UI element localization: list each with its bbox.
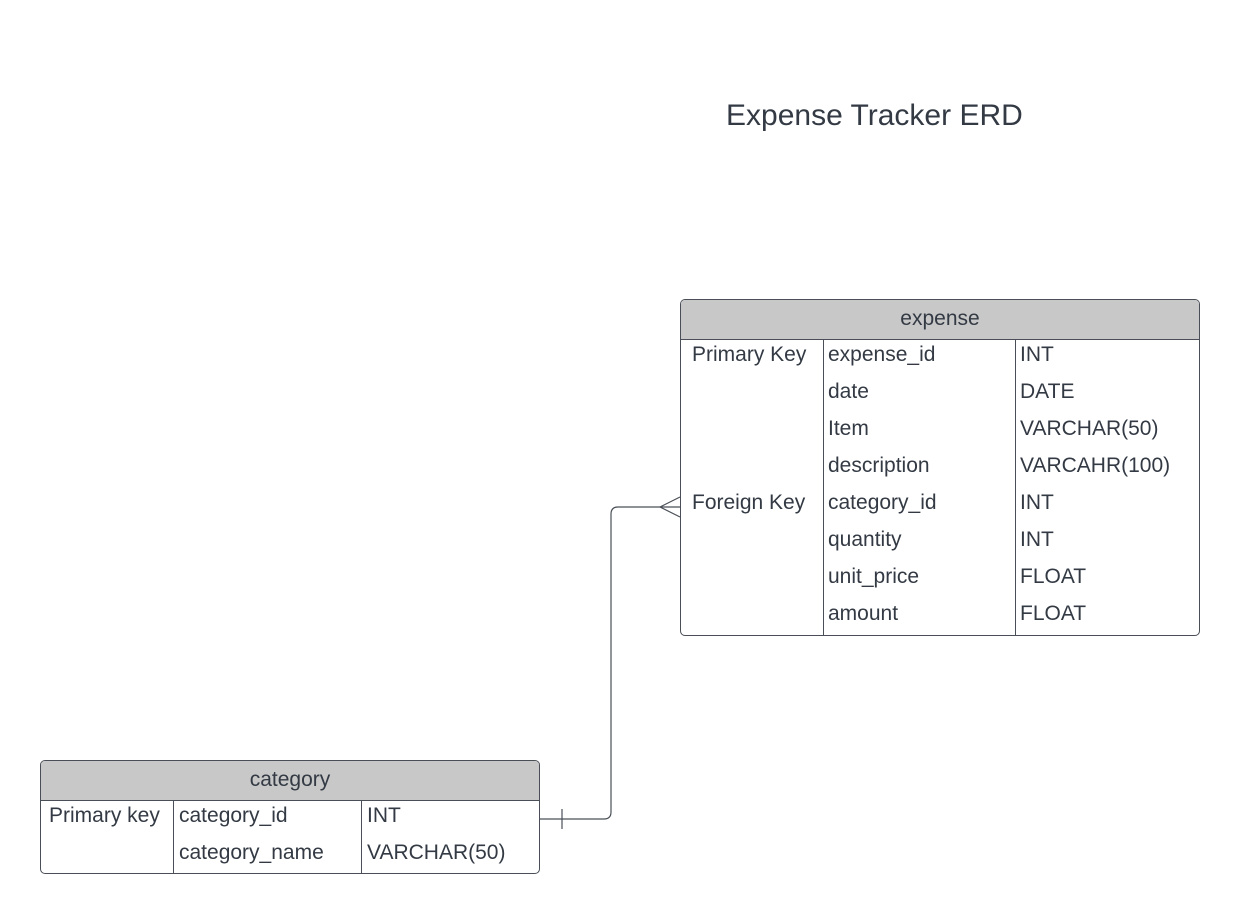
column-name: quantity xyxy=(828,528,902,551)
expense-entity-header: expense xyxy=(681,300,1199,340)
column-type: FLOAT xyxy=(1020,565,1087,588)
column-type: INT xyxy=(1020,528,1054,551)
category-entity-body: Primary key category_id INT category_nam… xyxy=(41,801,539,873)
expense-row[interactable]: unit_price FLOAT xyxy=(681,562,1199,599)
expense-row[interactable]: Item VARCHAR(50) xyxy=(681,414,1199,451)
key-label: Primary key xyxy=(49,804,160,827)
column-name: expense_id xyxy=(828,343,936,366)
column-type: VARCAHR(100) xyxy=(1020,454,1171,477)
column-type: FLOAT xyxy=(1020,602,1087,625)
column-name: category_id xyxy=(179,804,288,827)
category-row[interactable]: Primary key category_id INT xyxy=(41,801,539,838)
expense-row[interactable]: Primary Key expense_id INT xyxy=(681,340,1199,377)
category-type-divider xyxy=(361,801,362,873)
column-name: date xyxy=(828,380,869,403)
relationship-line xyxy=(540,506,680,820)
column-type: INT xyxy=(1020,491,1054,514)
column-name: Item xyxy=(828,417,869,440)
column-name: amount xyxy=(828,602,899,625)
category-key-divider xyxy=(173,801,174,873)
expense-entity-body: Primary Key expense_id INT date DATE Ite… xyxy=(681,340,1199,635)
column-type: INT xyxy=(367,804,401,827)
expense-entity[interactable]: expense Primary Key expense_id INT date … xyxy=(680,299,1200,636)
expense-key-divider xyxy=(823,340,824,635)
column-type: DATE xyxy=(1020,380,1075,403)
expense-row[interactable]: quantity INT xyxy=(681,525,1199,562)
category-entity-header: category xyxy=(41,761,539,801)
expense-row[interactable]: amount FLOAT xyxy=(681,599,1199,635)
column-name: category_name xyxy=(179,841,324,864)
expense-row[interactable]: description VARCAHR(100) xyxy=(681,451,1199,488)
expense-type-divider xyxy=(1015,340,1016,635)
key-label: Primary Key xyxy=(692,343,807,366)
column-name: unit_price xyxy=(828,565,920,588)
column-name: description xyxy=(828,454,930,477)
column-type: INT xyxy=(1020,343,1054,366)
expense-row[interactable]: date DATE xyxy=(681,377,1199,414)
column-type: VARCHAR(50) xyxy=(1020,417,1159,440)
diagram-title: Expense Tracker ERD xyxy=(726,99,1023,132)
category-entity[interactable]: category Primary key category_id INT cat… xyxy=(40,760,540,874)
many-cardinality-marker xyxy=(659,496,681,518)
category-row[interactable]: category_name VARCHAR(50) xyxy=(41,838,539,873)
column-name: category_id xyxy=(828,491,937,514)
key-label: Foreign Key xyxy=(692,491,806,514)
expense-row[interactable]: Foreign Key category_id INT xyxy=(681,488,1199,525)
column-type: VARCHAR(50) xyxy=(367,841,506,864)
